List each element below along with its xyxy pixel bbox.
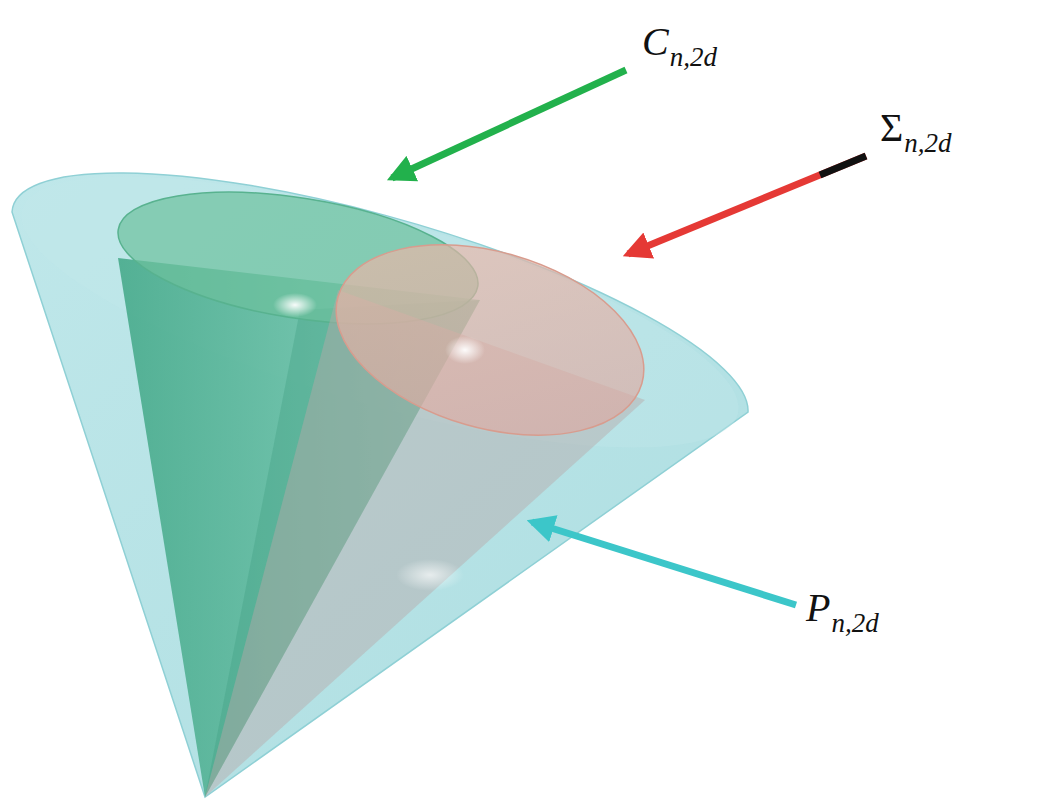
leader-arrow bbox=[628, 156, 866, 254]
set-subscript: n,2d bbox=[670, 44, 717, 71]
highlight bbox=[445, 336, 485, 364]
highlight bbox=[396, 559, 464, 591]
leader-arrow-tail bbox=[820, 156, 866, 175]
set-symbol: Σ bbox=[880, 108, 903, 148]
leader-arrow bbox=[532, 522, 796, 605]
highlight bbox=[273, 293, 317, 317]
leader-arrow bbox=[392, 70, 626, 178]
outer-cone bbox=[0, 121, 763, 797]
set-subscript: n,2d bbox=[904, 130, 951, 157]
set-symbol: P bbox=[806, 588, 830, 628]
set-symbol: C bbox=[642, 22, 669, 62]
set-subscript: n,2d bbox=[831, 610, 878, 637]
red-cone bbox=[205, 212, 666, 797]
